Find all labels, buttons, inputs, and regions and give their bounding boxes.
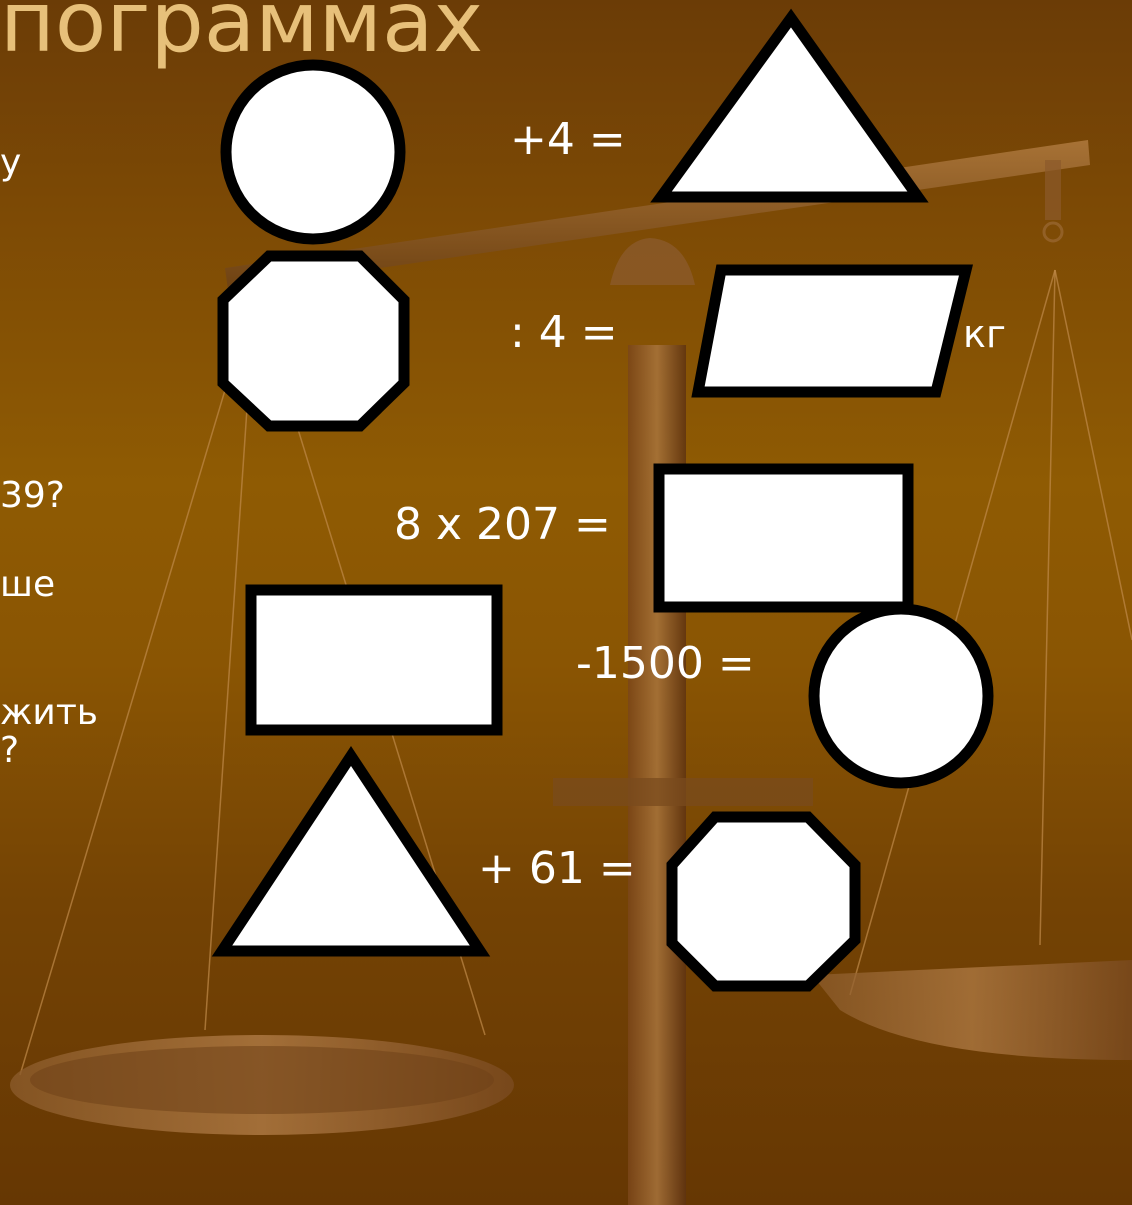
equation-label-plus-4: +4 = xyxy=(510,118,626,162)
left-text-fragment-3: ше xyxy=(0,567,55,603)
equation-label-plus-61: + 61 = xyxy=(478,847,636,891)
left-text-fragment-4: жить xyxy=(0,695,98,731)
result-triangle-shape xyxy=(645,2,965,210)
result-circle-shape xyxy=(800,598,1005,798)
left-text-fragment-5: ? xyxy=(0,733,19,769)
rectangle-shape xyxy=(243,582,505,737)
result-parallelogram-shape xyxy=(690,262,975,400)
left-text-fragment-2: 39? xyxy=(0,478,65,514)
equation-label-multiply: 8 x 207 = xyxy=(394,503,611,547)
octagon-shape xyxy=(212,248,417,436)
circle-shape xyxy=(215,55,415,255)
unit-kg-label: кг xyxy=(963,315,1006,353)
result-octagon-shape xyxy=(663,808,868,993)
result-rectangle-shape xyxy=(650,460,920,615)
left-text-fragment-1: у xyxy=(0,145,21,181)
equation-label-divide-4: : 4 = xyxy=(510,311,618,355)
triangle-shape xyxy=(208,740,493,965)
equation-label-minus-1500: -1500 = xyxy=(576,642,755,686)
